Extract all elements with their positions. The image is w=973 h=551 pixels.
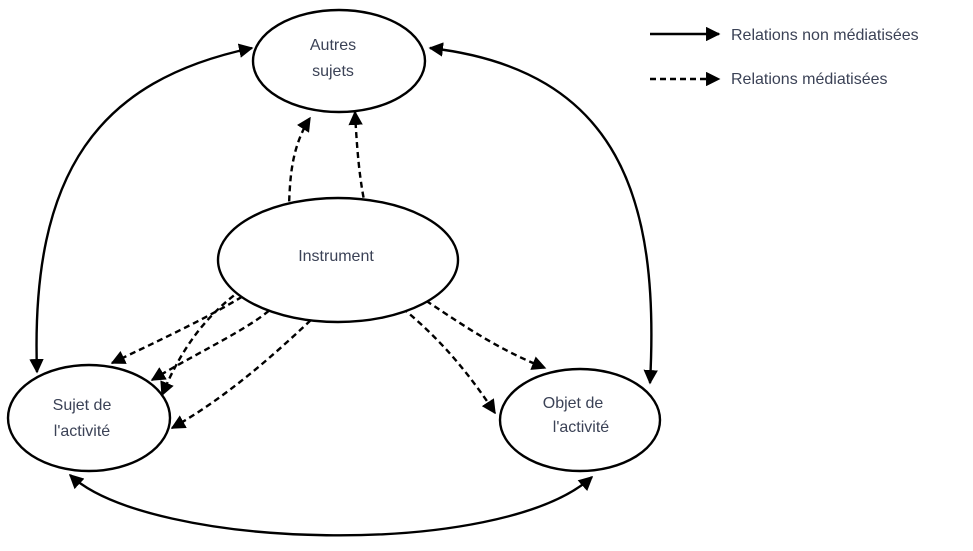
node-autres-sujets [251,8,427,114]
instrument-label: Instrument [298,248,374,265]
node-sujet-activite [6,363,172,473]
autres-sujets-label-1: Autres [310,37,356,54]
relation-sujet-autres [29,43,254,374]
legend-dashed-label: Relations médiatisées [731,71,888,88]
sujet-label-1: Sujet de [53,397,112,414]
mediated-sujet-instrument-objet [170,292,497,430]
relation-autres-objet [428,42,658,385]
objet-label-2: l'activité [553,419,610,436]
objet-label-1: Objet de [543,395,604,412]
legend: Relations non médiatisées Relations médi… [650,26,919,88]
node-instrument [216,196,460,324]
autres-sujets-label-2: sujets [312,63,354,80]
legend-solid-label: Relations non médiatisées [731,27,919,44]
sujet-label-2: l'activité [54,423,111,440]
relation-sujet-objet [68,474,594,537]
node-objet-activite [498,367,662,473]
